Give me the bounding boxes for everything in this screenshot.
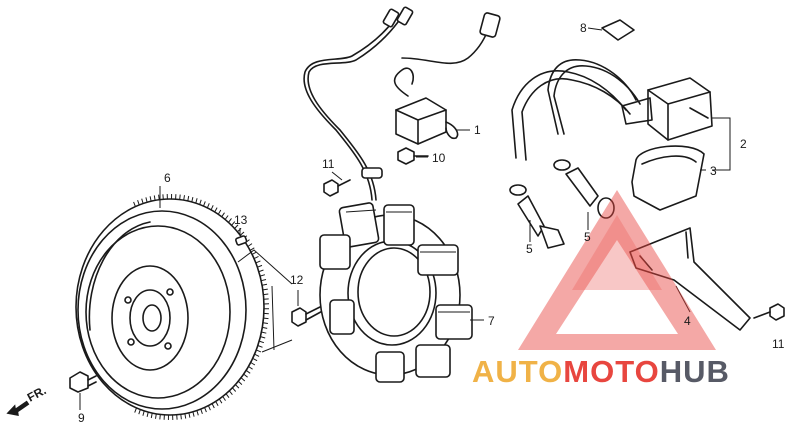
callout-9: 9 [78,411,85,425]
callout-10: 10 [432,151,446,165]
callout-6: 6 [164,171,171,185]
pulse-generator-bolt [397,147,429,165]
watermark-word-auto: AUTO [472,354,563,389]
ignition-coil [511,59,713,161]
watermark-text: AUTOMOTOHUB [472,354,730,389]
watermark-word-moto: MOTO [563,354,659,389]
watermark-logo [518,190,716,350]
callout-2: 2 [740,137,747,151]
callout-5-left: 5 [526,242,533,256]
front-arrow-label: FR. [25,383,49,404]
callout-7: 7 [488,314,495,328]
mounting-stay [629,227,751,331]
stator-mount-bolt [323,179,351,197]
callout-3: 3 [710,164,717,178]
callout-8: 8 [580,21,587,35]
callout-11-left: 11 [322,157,335,171]
callout-12: 12 [290,273,304,287]
watermark-word-hub: HUB [660,354,730,389]
stator [319,202,473,383]
callout-4: 4 [684,314,691,328]
woodruff-key [235,228,248,246]
flywheel-bolt [69,371,97,410]
callout-11-right: 11 [772,337,785,351]
front-direction-arrow: FR. [6,383,49,416]
callout-5-right: 5 [584,230,591,244]
coil-bracket [631,145,705,211]
pulse-generator [393,67,459,145]
flywheel [75,193,270,421]
watermark-triangle [518,190,716,350]
wire-clip [601,19,635,41]
callout-13: 13 [234,213,248,227]
callout-1: 1 [474,123,481,137]
spark-plug-cap-right [553,159,615,219]
spark-plug-cap-left [509,184,565,249]
stay-bolt [753,303,785,321]
